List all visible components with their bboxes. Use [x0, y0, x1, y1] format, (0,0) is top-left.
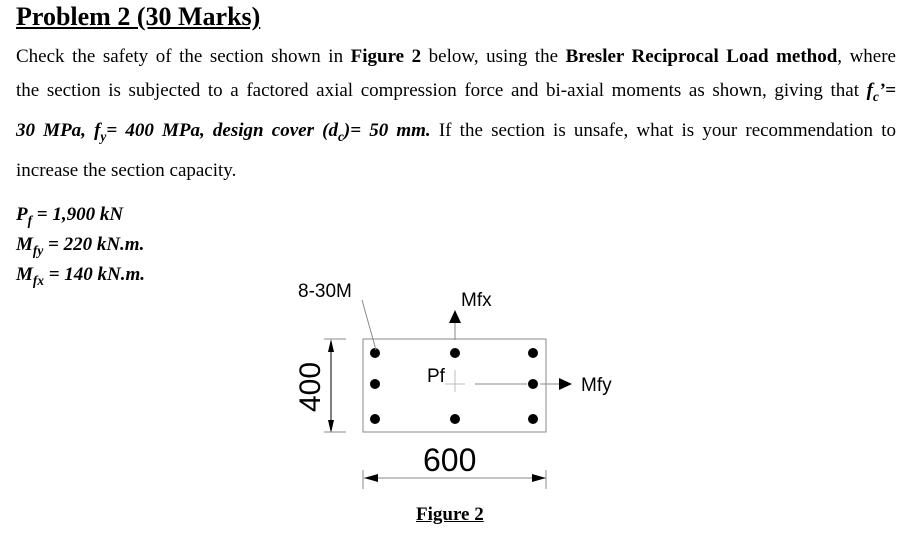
statement-line-4: increase the section capacity.: [16, 159, 237, 181]
fy-subscript: y: [100, 128, 107, 144]
method-name: Bresler Reciprocal Load method: [565, 46, 838, 67]
load-pf: Pf = 1,900 kN: [16, 203, 145, 233]
fy-cover-text: = 400 MPa, design cover (d: [106, 119, 338, 141]
load-value: = 1,900 kN: [32, 204, 124, 225]
rebar-label: 8-30M: [298, 281, 352, 302]
height-dim-arrow-bottom: [328, 420, 334, 433]
height-dim-arrow-top: [328, 339, 334, 352]
load-symbol: M: [16, 233, 33, 255]
problem-title: Problem 2 (30 Marks): [16, 2, 261, 31]
load-subscript: f: [27, 212, 33, 228]
rebar-dot: [450, 414, 460, 424]
pf-label: Pf: [427, 366, 446, 387]
load-value: = 220 kN.m.: [43, 233, 145, 255]
load-subscript: fx: [32, 272, 44, 288]
statement-text: below, using the: [421, 46, 566, 67]
fc-subscript: c: [872, 88, 879, 104]
statement-text: the section is subjected to a factored a…: [16, 80, 867, 101]
statement-text: If the section is unsafe, what is your r…: [430, 119, 896, 141]
statement-line-1: Check the safety of the section shown in…: [16, 40, 896, 74]
rebar-dot: [528, 379, 538, 389]
load-mfx: Mfx = 140 kN.m.: [16, 263, 145, 293]
rebar-group: [370, 348, 538, 424]
width-dimension: 600: [423, 442, 476, 478]
fy-letter: f: [94, 119, 101, 141]
height-dimension: 400: [294, 362, 327, 412]
figure-caption: Figure 2: [416, 504, 484, 525]
rebar-dot: [528, 348, 538, 358]
load-symbol: P: [16, 204, 28, 225]
load-mfy: Mfy = 220 kN.m.: [16, 233, 145, 263]
rebar-dot: [370, 379, 380, 389]
material-properties: 30 MPa, fy= 400 MPa, design cover (dc)= …: [16, 119, 431, 144]
load-symbol: M: [16, 263, 33, 285]
mfx-arrow-head: [449, 310, 461, 323]
load-subscript: fy: [32, 242, 44, 258]
fc-prime: ’=: [878, 80, 896, 101]
mfy-arrow-head: [559, 378, 572, 390]
rebar-dot: [450, 348, 460, 358]
problem-statement: Check the safety of the section shown in…: [16, 40, 896, 188]
width-dim-arrow-left: [364, 474, 378, 482]
cover-value: )= 50 mm.: [343, 119, 431, 141]
statement-text: Check the safety of the section shown in: [16, 46, 351, 67]
mfx-label: Mfx: [461, 290, 492, 311]
fc-letter: f: [866, 80, 873, 101]
rebar-dot: [370, 414, 380, 424]
mfy-label: Mfy: [581, 375, 612, 396]
statement-text: , where: [837, 46, 896, 67]
load-list: Pf = 1,900 kN Mfy = 220 kN.m. Mfx = 140 …: [16, 203, 145, 292]
statement-line-2: the section is subjected to a factored a…: [16, 74, 896, 114]
load-value: = 140 kN.m.: [43, 263, 146, 285]
fc-symbol: fc’=: [866, 80, 896, 104]
dc-subscript: c: [337, 128, 344, 144]
figure-reference: Figure 2: [350, 46, 422, 67]
width-dim-arrow-right: [532, 474, 546, 482]
statement-line-3: 30 MPa, fy= 400 MPa, design cover (dc)= …: [16, 114, 896, 154]
rebar-dot: [370, 348, 380, 358]
rebar-leader-line: [361, 299, 377, 351]
fc-value: 30 MPa,: [16, 119, 95, 141]
rebar-dot: [528, 414, 538, 424]
section-outline: [362, 338, 547, 433]
